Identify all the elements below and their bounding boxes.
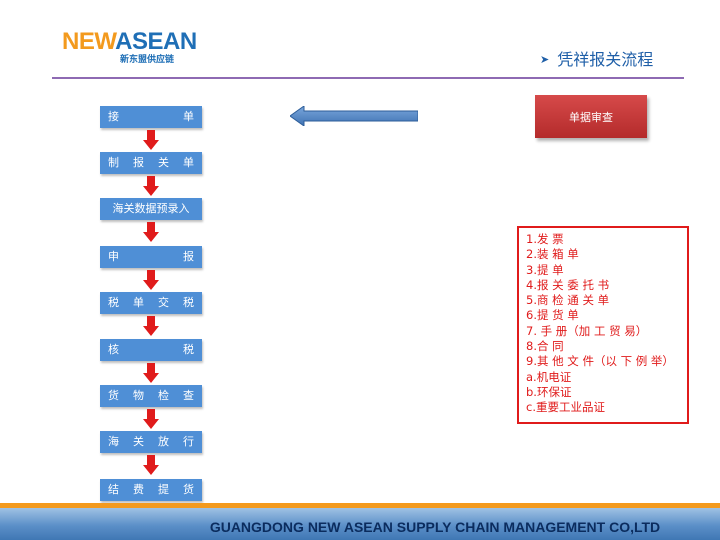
logo-subtitle: 新东盟供应链 — [120, 55, 175, 65]
flow-step-5: 税单交税 — [100, 292, 202, 314]
document-item: b.环保证 — [526, 384, 572, 399]
header-divider — [52, 77, 684, 79]
slide-title-text: 凭祥报关流程 — [557, 50, 654, 69]
down-arrow-icon — [143, 363, 159, 383]
company-logo: NEWASEAN 新东盟供应链 — [62, 28, 212, 76]
flow-step-6: 核 税 — [100, 339, 202, 361]
footer-bar — [0, 508, 720, 540]
down-arrow-icon — [143, 455, 159, 475]
flow-step-label: 接 单 — [108, 110, 194, 123]
footer-company-name: GUANGDONG NEW ASEAN SUPPLY CHAIN MANAGEM… — [209, 519, 661, 535]
document-item: 3.提 单 — [526, 262, 564, 277]
document-item: 6.提 货 单 — [526, 308, 579, 323]
slide-title: ➤ 凭祥报关流程 — [540, 46, 653, 70]
flow-step-7: 货物检查 — [100, 385, 202, 407]
flow-step-label: 核 税 — [108, 343, 194, 356]
down-arrow-icon — [143, 130, 159, 150]
document-item: a.机电证 — [526, 369, 572, 384]
flow-step-label: 海关放行 — [108, 435, 194, 448]
left-arrow-icon — [290, 106, 418, 126]
flow-step-label: 税单交税 — [108, 296, 194, 309]
document-item: 9.其 他 文 件（以 下 例 举） — [526, 354, 674, 369]
document-item: 7. 手 册（加 工 贸 易） — [526, 323, 648, 338]
flow-step-2: 制报关单 — [100, 152, 202, 174]
flow-step-9: 结费提货 — [100, 479, 202, 501]
flow-step-4: 申 报 — [100, 246, 202, 268]
document-review-box: 单据审查 — [535, 95, 647, 138]
document-item: 2.装 箱 单 — [526, 247, 579, 262]
logo-word-asean: ASEAN — [115, 28, 197, 55]
flow-step-label: 海关数据预录入 — [112, 202, 190, 215]
flow-step-label: 制报关单 — [108, 156, 194, 169]
down-arrow-icon — [143, 409, 159, 429]
down-arrow-icon — [143, 270, 159, 290]
document-review-label: 单据审查 — [569, 110, 613, 124]
bullet-arrow-icon: ➤ — [540, 53, 550, 66]
flow-step-3: 海关数据预录入 — [100, 198, 202, 220]
flow-step-label: 申 报 — [108, 250, 194, 263]
down-arrow-icon — [143, 316, 159, 336]
logo-wordmark: NEWASEAN — [62, 28, 197, 56]
document-item: c.重要工业品证 — [526, 400, 605, 415]
down-arrow-icon — [143, 176, 159, 196]
flow-step-label: 结费提货 — [108, 483, 194, 496]
document-item: 1.发 票 — [526, 232, 564, 246]
footer-accent-line — [0, 503, 720, 508]
down-arrow-icon — [143, 222, 159, 242]
flow-step-8: 海关放行 — [100, 431, 202, 453]
document-item: 4.报 关 委 托 书 — [526, 277, 610, 292]
document-item: 8.合 同 — [526, 339, 564, 354]
flow-step-1: 接 单 — [100, 106, 202, 128]
flow-step-label: 货物检查 — [108, 389, 194, 402]
logo-word-new: NEW — [62, 28, 116, 55]
document-item: 5.商 检 通 关 单 — [526, 293, 610, 308]
